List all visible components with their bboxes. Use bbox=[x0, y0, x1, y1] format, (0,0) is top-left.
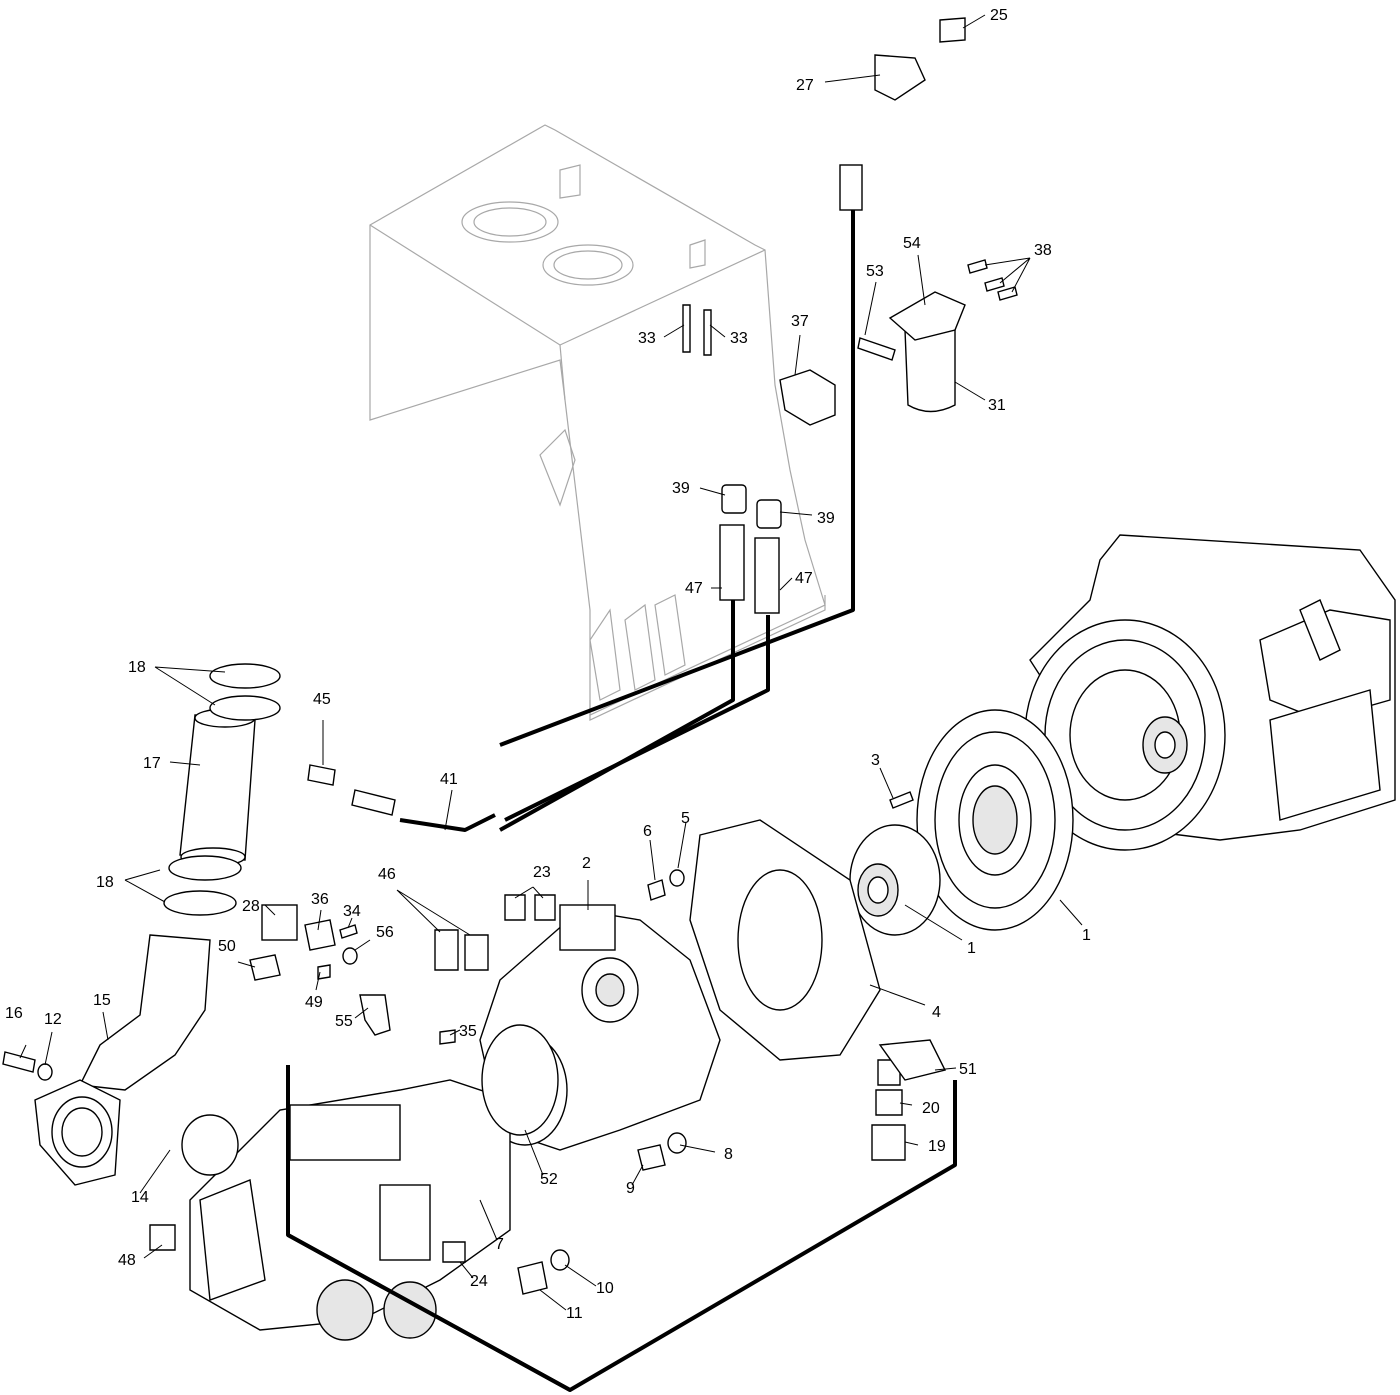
hose-clamps bbox=[163, 663, 281, 916]
callout-16: 16 bbox=[5, 1005, 23, 1022]
coupling-hub bbox=[849, 824, 941, 936]
machine-frame-ghost bbox=[369, 124, 826, 721]
callout-6: 6 bbox=[643, 823, 652, 840]
gasket bbox=[857, 337, 896, 361]
callout-27: 27 bbox=[796, 77, 814, 94]
callout-4: 4 bbox=[932, 1004, 941, 1021]
callout-39: 39 bbox=[817, 510, 835, 527]
callout-41: 41 bbox=[440, 771, 458, 788]
callout-5: 5 bbox=[681, 810, 690, 827]
callout-45: 45 bbox=[313, 691, 331, 708]
callout-17: 17 bbox=[143, 755, 161, 772]
callout-9: 9 bbox=[626, 1180, 635, 1197]
callout-46: 46 bbox=[378, 866, 396, 883]
seal-ring bbox=[481, 1024, 559, 1136]
callout-2: 2 bbox=[582, 855, 591, 872]
secondary-pump bbox=[189, 1079, 511, 1341]
callout-34: 34 bbox=[343, 903, 361, 920]
bracket bbox=[779, 369, 836, 426]
callout-8: 8 bbox=[724, 1146, 733, 1163]
bolts-and-washers bbox=[2, 259, 1018, 1295]
oil-filter bbox=[888, 291, 966, 413]
callout-33: 33 bbox=[730, 330, 748, 347]
adapter-flange bbox=[689, 819, 881, 1061]
callout-50: 50 bbox=[218, 938, 236, 955]
callout-23: 23 bbox=[533, 864, 551, 881]
callout-18: 18 bbox=[96, 874, 114, 891]
coupling-hose bbox=[179, 708, 256, 867]
callout-labels: 25 27 54 38 53 33 33 37 31 39 39 47 47 1… bbox=[5, 7, 1091, 1322]
callout-36: 36 bbox=[311, 891, 329, 908]
callout-19: 19 bbox=[928, 1138, 946, 1155]
coupling-disk bbox=[916, 709, 1074, 931]
callout-18: 18 bbox=[128, 659, 146, 676]
callout-54: 54 bbox=[903, 235, 921, 252]
o-ring bbox=[181, 1114, 239, 1176]
callout-48: 48 bbox=[118, 1252, 136, 1269]
callout-49: 49 bbox=[305, 994, 323, 1011]
callout-39: 39 bbox=[672, 480, 690, 497]
callout-1: 1 bbox=[1082, 927, 1091, 944]
callout-55: 55 bbox=[335, 1013, 353, 1030]
callout-24: 24 bbox=[470, 1273, 488, 1290]
callout-52: 52 bbox=[540, 1171, 558, 1188]
callout-47: 47 bbox=[795, 570, 813, 587]
callout-56: 56 bbox=[376, 924, 394, 941]
callout-20: 20 bbox=[922, 1100, 940, 1117]
hydraulic-fittings bbox=[149, 17, 966, 1263]
callout-28: 28 bbox=[242, 898, 260, 915]
callout-14: 14 bbox=[131, 1189, 149, 1206]
callout-7: 7 bbox=[495, 1236, 504, 1253]
callout-11: 11 bbox=[566, 1305, 583, 1322]
leader-lines bbox=[19, 14, 1083, 1311]
callout-12: 12 bbox=[44, 1011, 62, 1028]
callout-51: 51 bbox=[959, 1061, 977, 1078]
callout-25: 25 bbox=[990, 7, 1008, 24]
callout-10: 10 bbox=[596, 1280, 614, 1297]
callout-47: 47 bbox=[685, 580, 703, 597]
callout-3: 3 bbox=[871, 752, 880, 769]
solenoid-valve bbox=[249, 904, 336, 981]
callout-37: 37 bbox=[791, 313, 809, 330]
callout-35: 35 bbox=[459, 1023, 477, 1040]
callout-1: 1 bbox=[967, 940, 976, 957]
engine-housing bbox=[1024, 534, 1396, 851]
callout-53: 53 bbox=[866, 263, 884, 280]
callout-31: 31 bbox=[988, 397, 1006, 414]
hydraulic-lines bbox=[286, 210, 957, 1392]
callout-15: 15 bbox=[93, 992, 111, 1009]
callout-33: 33 bbox=[638, 330, 656, 347]
intake-pipe bbox=[34, 934, 211, 1186]
callout-38: 38 bbox=[1034, 242, 1052, 259]
